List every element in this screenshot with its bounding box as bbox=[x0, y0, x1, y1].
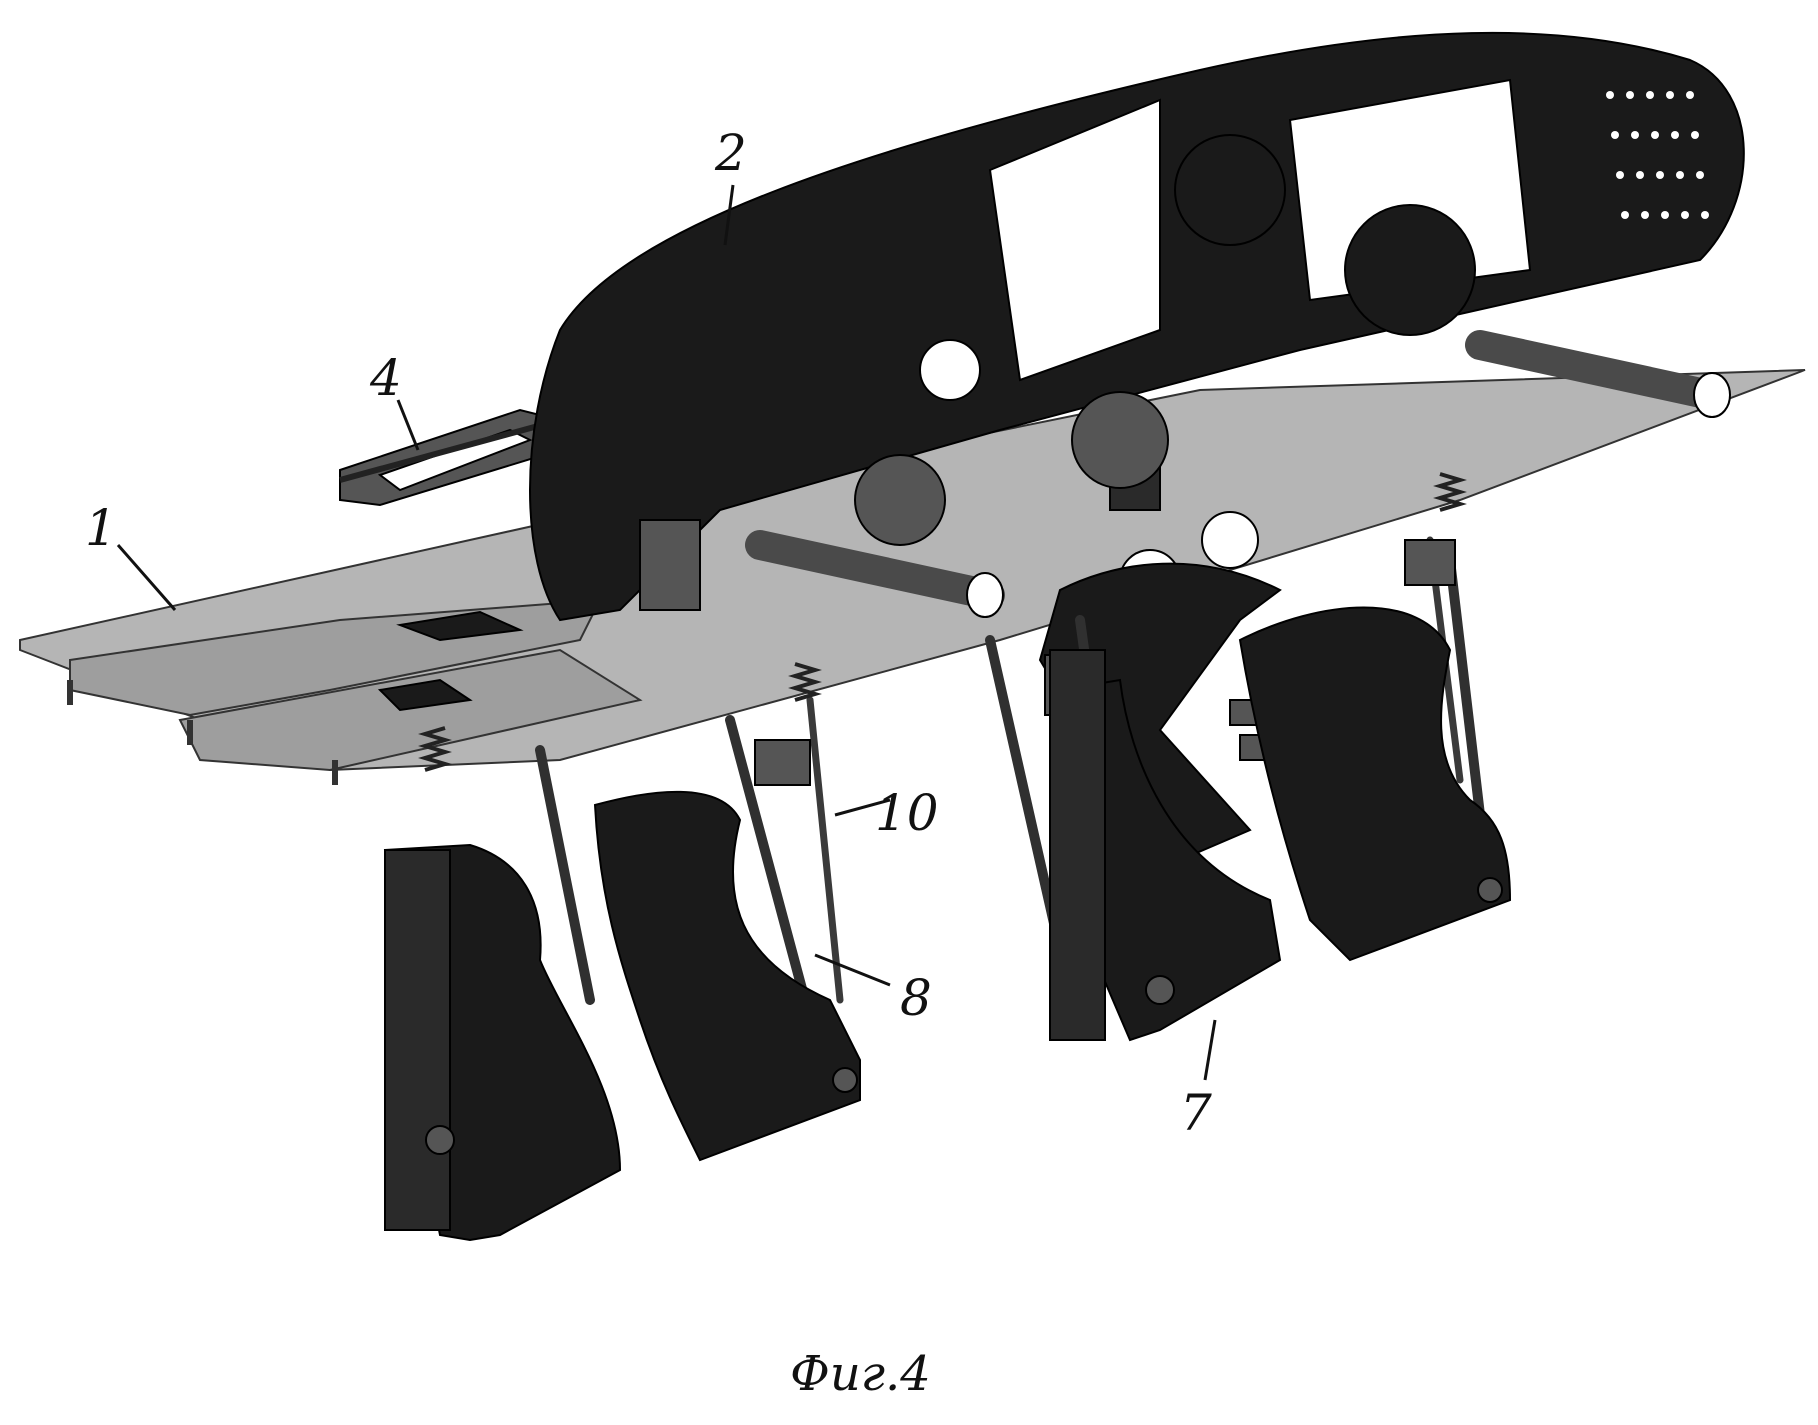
vent-holes bbox=[1606, 91, 1709, 219]
support-frame bbox=[339, 408, 561, 507]
figure-caption: Фиг.4 bbox=[790, 1346, 931, 1402]
pedal-set bbox=[383, 606, 1512, 1242]
label-floor: 1 bbox=[85, 499, 117, 557]
leader-lines bbox=[116, 184, 1217, 1081]
label-panel: 2 bbox=[714, 124, 747, 182]
label-damper: 10 bbox=[875, 784, 939, 842]
cross-tubes bbox=[745, 330, 1731, 618]
label-frame: 4 bbox=[369, 349, 402, 407]
label-pedals: 7 bbox=[1180, 1084, 1212, 1142]
label-rod: 8 bbox=[900, 969, 932, 1027]
